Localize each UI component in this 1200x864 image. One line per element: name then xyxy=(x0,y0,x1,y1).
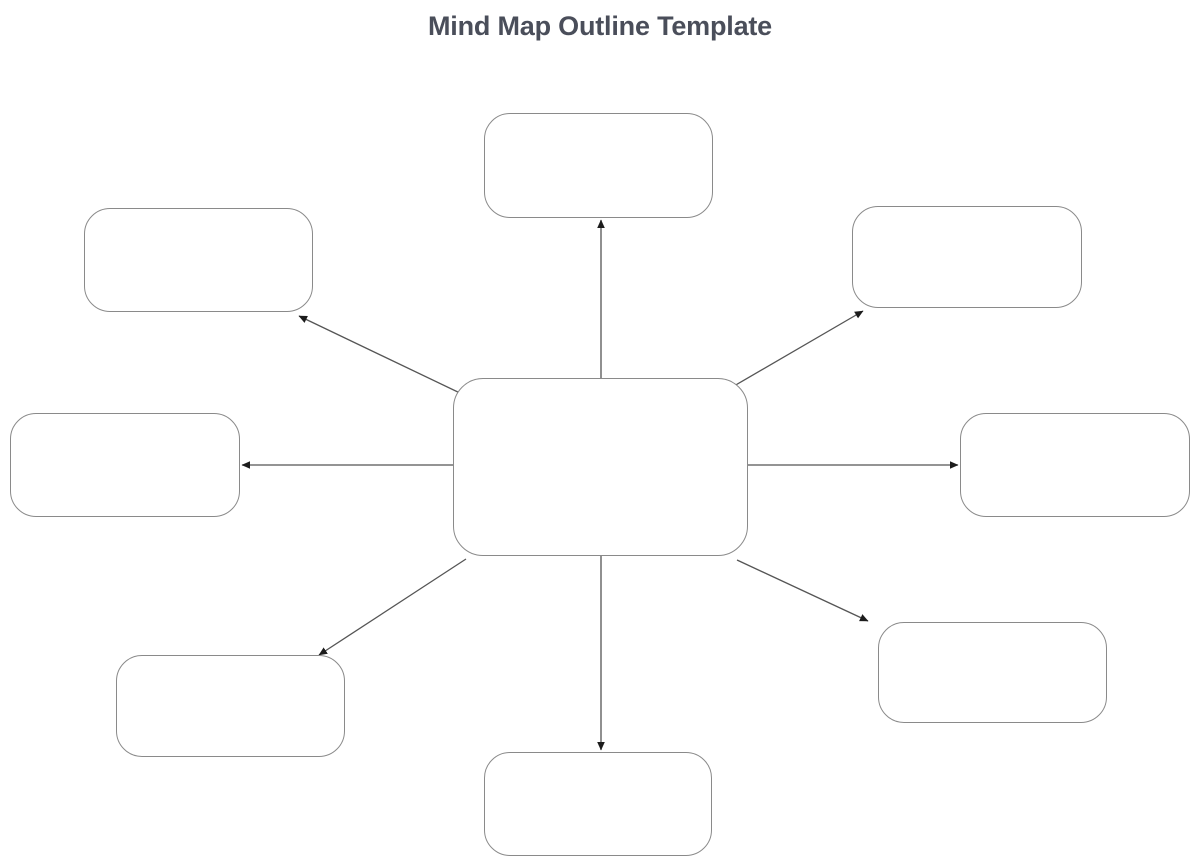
branch-node-upper-left[interactable] xyxy=(84,208,313,312)
connector-arrow-lower-right xyxy=(736,559,869,622)
connector-arrow-lower-left xyxy=(318,558,467,656)
connector-arrow-upper-right xyxy=(733,310,864,387)
branch-node-right[interactable] xyxy=(960,413,1190,517)
branch-node-left[interactable] xyxy=(10,413,240,517)
branch-node-lower-left[interactable] xyxy=(116,655,345,757)
page-title: Mind Map Outline Template xyxy=(427,11,772,41)
branch-node-bottom[interactable] xyxy=(484,752,712,856)
connector-arrow-upper-left xyxy=(298,315,463,395)
branch-node-upper-right[interactable] xyxy=(852,206,1082,308)
central-topic-node[interactable] xyxy=(453,378,748,556)
branch-node-lower-right[interactable] xyxy=(878,622,1107,723)
branch-node-top[interactable] xyxy=(484,113,713,218)
